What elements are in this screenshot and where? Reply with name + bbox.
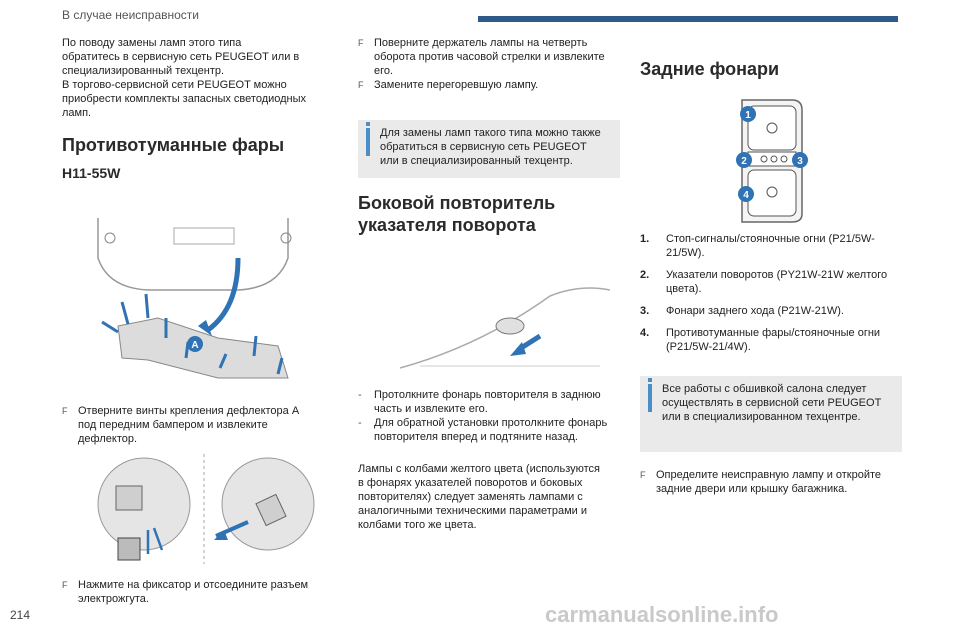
- side-repeater-figure: [400, 287, 610, 369]
- item-line: Указатели поворотов (PY21W-21W желтого: [666, 269, 888, 281]
- fig-label-3: 3: [797, 156, 803, 167]
- item-number: 4.: [640, 327, 650, 339]
- step-line: Отверните винты крепления дефлектора A: [78, 405, 300, 417]
- info-bar: [648, 384, 652, 412]
- step-line: Протолкните фонарь повторителя в заднюю: [374, 389, 601, 401]
- info-line: Для замены ламп такого типа можно также: [380, 127, 601, 139]
- side-repeater-steps: - Протолкните фонарь повторителя в задню…: [358, 388, 620, 532]
- section-title-side-repeater: Боковой повторитель: [358, 193, 556, 213]
- info-icon: [366, 122, 370, 126]
- info-line: Все работы с обшивкой салона следует: [662, 383, 867, 395]
- step-remove-deflector: F Отверните винты крепления дефлектора A…: [62, 404, 332, 446]
- item-number: 1.: [640, 233, 650, 245]
- step-line: задние двери или крышку багажника.: [656, 483, 848, 495]
- bullet-marker: F: [62, 580, 68, 590]
- intro-line: приобрести комплекты запасных светодиодн…: [62, 93, 307, 105]
- step-line: его.: [374, 65, 394, 77]
- step-identify-lamp: F Определите неисправную лампу и откройт…: [640, 468, 902, 496]
- step-line: часть и извлеките его.: [374, 403, 488, 415]
- dash-marker: -: [358, 389, 362, 401]
- note-line: колбами того же цвета.: [358, 519, 477, 531]
- item-number: 3.: [640, 305, 650, 317]
- intro-line: специализированный техцентр.: [62, 65, 225, 77]
- note-line: Лампы с колбами желтого цвета (использую…: [358, 463, 600, 475]
- intro-line: В торгово-сервисной сети PEUGEOT можно: [62, 79, 287, 91]
- info-line: осуществлять в сервисной сети PEUGEOT: [662, 397, 882, 409]
- item-line: Фонари заднего хода (P21W-21W).: [666, 305, 844, 317]
- bullet-marker: F: [358, 80, 364, 90]
- step-line: Замените перегоревшую лампу.: [374, 79, 539, 91]
- step-line: Поверните держатель лампы на четверть: [374, 37, 588, 49]
- fig-label-1: 1: [745, 110, 751, 121]
- intro-line: обратитесь в сервисную сеть PEUGEOT или …: [62, 51, 300, 63]
- running-header: В случае неисправности: [62, 8, 199, 22]
- info-line: обратиться в сервисную сеть PEUGEOT: [380, 141, 587, 153]
- step-rotate-holder: F Поверните держатель лампы на четверть …: [358, 36, 620, 78]
- bulb-color-note: Лампы с колбами желтого цвета (использую…: [358, 462, 620, 532]
- bullet-marker: F: [358, 38, 364, 48]
- list-item: 1. Стоп-сигналы/стояночные огни (P21/5W-…: [640, 232, 902, 260]
- fog-lamp-connector-figure: [97, 454, 315, 564]
- step-line: повторителя вперед и подтяните назад.: [374, 431, 578, 443]
- column-left: По поводу замены ламп этого типа обратит…: [62, 36, 332, 180]
- fig-label-2: 2: [741, 156, 747, 167]
- section-title-rear-lamps: Задние фонари: [640, 59, 780, 79]
- info-line: или в специализированном техцентре.: [662, 411, 861, 423]
- bullet-marker: F: [640, 470, 646, 480]
- step-line: Для обратной установки протолкните фонар…: [374, 417, 608, 429]
- list-item: 4. Противотуманные фары/стояночные огни …: [640, 326, 902, 354]
- info-box: Все работы с обшивкой салона следует осу…: [640, 376, 902, 452]
- intro-line: По поводу замены ламп этого типа: [62, 37, 242, 49]
- note-line: в фонарях указателей поворотов и боковых: [358, 477, 583, 489]
- info-icon: [648, 378, 652, 382]
- rear-lamp-list: 1. Стоп-сигналы/стояночные огни (P21/5W-…: [640, 232, 902, 496]
- bumper-deflector-figure: A: [97, 218, 292, 379]
- item-line: (P21/5W-21/4W).: [666, 341, 751, 353]
- figure-label-a: A: [191, 340, 198, 351]
- info-line: или в специализированный техцентр.: [380, 155, 573, 167]
- intro-line: ламп.: [62, 107, 92, 119]
- item-line: Противотуманные фары/стояночные огни: [666, 327, 881, 339]
- column-right: Задние фонари: [640, 36, 902, 80]
- bullet-marker: F: [62, 406, 68, 416]
- item-number: 2.: [640, 269, 650, 281]
- lamp-type-heading: H11-55W: [62, 165, 121, 181]
- page-number: 214: [10, 608, 31, 622]
- step-line: электрожгута.: [78, 593, 149, 605]
- list-item: 3. Фонари заднего хода (P21W-21W).: [640, 304, 902, 318]
- step-line: дефлектор.: [78, 433, 138, 445]
- header-accent-bar: [478, 16, 898, 22]
- item-line: Стоп-сигналы/стояночные огни (P21/5W-: [666, 233, 875, 245]
- dash-marker: -: [358, 417, 362, 429]
- step-line: оборота против часовой стрелки и извлеки…: [374, 51, 605, 63]
- section-title-fog-lamps: Противотуманные фары: [62, 135, 285, 155]
- fig-label-4: 4: [743, 190, 749, 201]
- note-line: аналогичными техническими параметрами и: [358, 505, 587, 517]
- step-disconnect: F Нажмите на фиксатор и отсоедините разъ…: [62, 578, 337, 606]
- step-line: Определите неисправную лампу и откройте: [656, 469, 882, 481]
- step-line: под передним бампером и извлеките: [78, 419, 268, 431]
- info-bar: [366, 128, 370, 156]
- step-line: Нажмите на фиксатор и отсоедините разъем: [78, 579, 309, 591]
- note-line: повторителях) следует заменять лампами с: [358, 491, 583, 503]
- item-line: цвета).: [666, 283, 702, 295]
- watermark: carmanualsonline.info: [545, 602, 779, 627]
- step-replace-bulb: F Замените перегоревшую лампу.: [358, 78, 620, 92]
- item-line: 21/5W).: [666, 247, 705, 259]
- info-box: Для замены ламп такого типа можно также …: [358, 120, 620, 178]
- list-item: 2. Указатели поворотов (PY21W-21W желтог…: [640, 268, 902, 296]
- section-title-side-repeater-2: указателя поворота: [358, 215, 536, 235]
- column-middle: F Поверните держатель лампы на четверть …: [358, 36, 620, 236]
- rear-lamp-cluster-figure: 1 2 3 4: [736, 99, 808, 223]
